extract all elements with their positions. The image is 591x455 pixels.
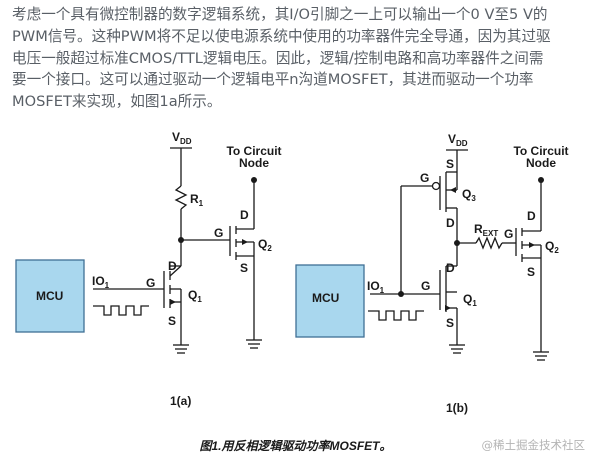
figure-b-label: 1(b): [446, 401, 468, 415]
to-circuit-label-b: To Circuit: [513, 144, 568, 158]
mcu-box-b: [295, 264, 365, 338]
d1-label-b: D: [446, 261, 455, 275]
paragraph-line: MOSFET来实现，如图1a所示。: [12, 93, 222, 111]
paragraph-line: 考虑一个具有微控制器的数字逻辑系统，其I/O引脚之一上可以输出一个0 V至5 V…: [12, 6, 548, 23]
to-circuit-label-a: To Circuit: [226, 144, 281, 158]
g2-label-b: G: [504, 227, 513, 241]
junction-dot: [538, 177, 544, 183]
junction-dot: [454, 240, 460, 246]
s2-label-a: S: [240, 261, 248, 275]
vdd-label-b: VDD: [448, 132, 468, 148]
g3-label-b: G: [420, 171, 429, 185]
junction-dot: [178, 237, 184, 243]
s1-label-b: S: [446, 316, 454, 330]
article-paragraph: 考虑一个具有微控制器的数字逻辑系统，其I/O引脚之一上可以输出一个0 V至5 V…: [12, 4, 587, 113]
watermark: @稀土掘金技术社区: [481, 438, 586, 452]
vdd-label-a: VDD: [172, 130, 192, 146]
g1-label-b: G: [421, 279, 430, 293]
paragraph-line: 电压一般超过标准CMOS/TTL逻辑电压。因此，逻辑/控制电路和高功率器件之间需: [12, 49, 544, 67]
q2-label-a: Q2: [258, 237, 272, 253]
node-label-a: Node: [239, 156, 269, 170]
junction-dot: [251, 177, 257, 183]
mcu-box-a: [15, 259, 85, 333]
io-label-b: IO1: [367, 279, 385, 295]
q1-label-a: Q1: [188, 288, 202, 304]
figure-caption: 图1.用反相逻辑驱动功率MOSFET。: [199, 439, 392, 453]
paragraph-line: PWM信号。这种PWM将不足以使电源系统中使用的功率器件完全导通，因为其过驱: [12, 27, 551, 45]
circuit-b: [368, 149, 549, 361]
d2-label-a: D: [240, 208, 249, 222]
d1-label-a: D: [168, 259, 177, 273]
s3-label-b: S: [446, 157, 454, 171]
junction-dot: [398, 291, 404, 297]
d3-label-b: D: [446, 216, 455, 230]
r1-label: R1: [190, 192, 204, 208]
node-label-b: Node: [526, 156, 556, 170]
s1-label-a: S: [168, 314, 176, 328]
circuit-a: [93, 147, 262, 354]
d2-label-b: D: [527, 209, 536, 223]
mcu-label-b: MCU: [312, 291, 339, 305]
q2-label-b: Q2: [545, 239, 559, 255]
q3-label-b: Q3: [462, 187, 476, 203]
io-label-a: IO1: [92, 274, 110, 290]
rext-label-b: REXT: [474, 222, 498, 238]
paragraph-line: 要一个接口。这可以通过驱动一个逻辑电平n沟道MOSFET，其进而驱动一个功率: [12, 71, 534, 89]
s2-label-b: S: [527, 265, 535, 279]
mcu-label-a: MCU: [36, 289, 63, 303]
g2-label-a: G: [214, 226, 223, 240]
figure-a-label: 1(a): [170, 394, 191, 408]
q1-label-b: Q1: [463, 292, 477, 308]
g1-label-a: G: [146, 276, 155, 290]
